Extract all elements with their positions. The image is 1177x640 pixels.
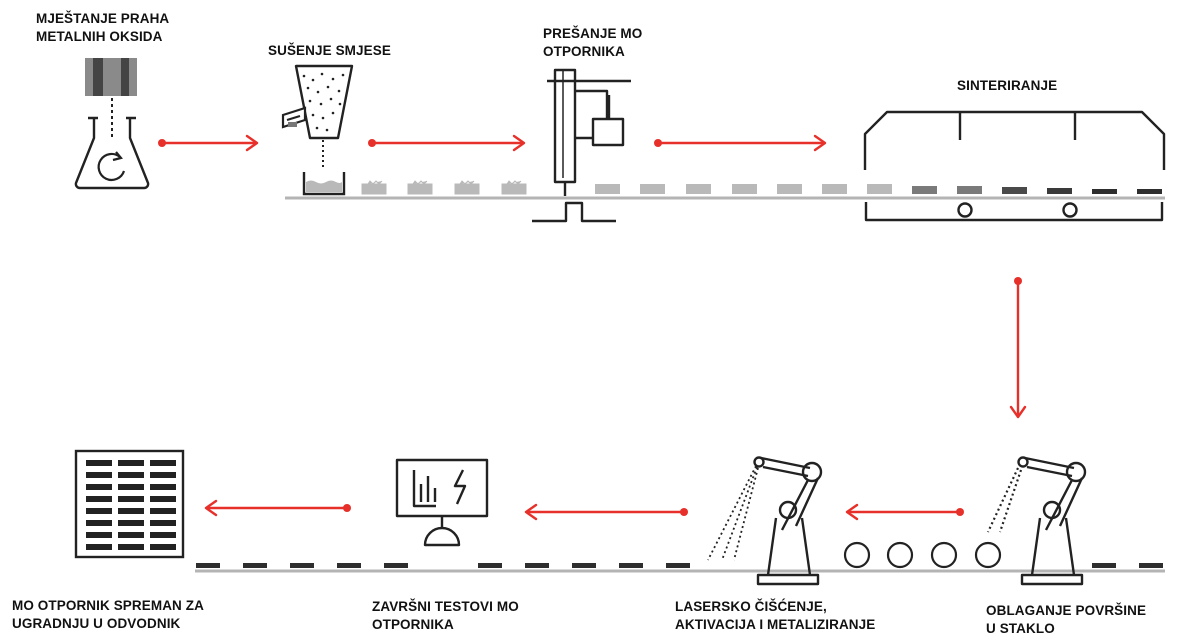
press-icon (532, 68, 631, 223)
label-glass-line-2: U STAKLO (986, 621, 1055, 636)
drying-tray (302, 172, 346, 196)
label-sintering: SINTERIRANJE (957, 77, 1057, 95)
sintered-block (1137, 189, 1162, 194)
panel-frame (74, 449, 185, 559)
label-testing-line-1: ZAVRŠNI TESTOVI MO (372, 599, 519, 614)
flow-arrow-left (204, 499, 351, 517)
label-glass-line-1: OBLAGANJE POVRŠINE (986, 603, 1147, 618)
pressed-block (777, 184, 802, 194)
robot-joint (778, 500, 798, 520)
coated-block (196, 563, 220, 568)
coated-block (619, 563, 643, 568)
flow-arrow-left (845, 503, 964, 521)
label-ready: MO OTPORNIK SPREMAN ZA UGRADNJU U ODVODN… (12, 597, 204, 633)
powder-block (501, 180, 527, 195)
finished-panel-icon (74, 449, 185, 559)
pressed-block (595, 184, 620, 194)
spray-beam (987, 467, 1023, 533)
label-laser: LASERSKO ČIŠĆENJE, AKTIVACIJA I METALIZI… (675, 598, 875, 634)
pressed-block (686, 184, 711, 194)
pressed-block (822, 184, 847, 194)
coated-block (478, 563, 502, 568)
label-sintering-line-1: SINTERIRANJE (957, 78, 1058, 93)
robot-joint (801, 461, 823, 483)
sintering-furnace-icon (863, 110, 1166, 222)
label-mixing-line-2: METALNIH OKSIDA (36, 29, 163, 44)
label-testing: ZAVRŠNI TESTOVI MO OTPORNIKA (372, 598, 519, 634)
press-mould (532, 201, 616, 223)
flow-arrow-down (1009, 277, 1027, 419)
laser-beam (707, 465, 759, 561)
powder-block (361, 180, 387, 195)
coated-block (1092, 563, 1116, 568)
pressed-block (867, 184, 892, 194)
robot-arm-laser-icon (707, 456, 823, 586)
label-ready-line-1: MO OTPORNIK SPREMAN ZA (12, 598, 204, 613)
monitor-screen (395, 458, 489, 518)
lightning-symbol (453, 469, 467, 505)
roller-circle (843, 541, 871, 569)
label-drying: SUŠENJE SMJESE (268, 42, 391, 60)
furnace-hood (863, 110, 1166, 170)
label-mixing-line-1: MJEŠTANJE PRAHA (36, 11, 170, 26)
roller-circle (930, 541, 958, 569)
coated-block (243, 563, 267, 568)
flow-arrow-right (158, 134, 259, 152)
coated-block (384, 563, 408, 568)
flask-outline (74, 118, 150, 190)
coated-block (666, 563, 690, 568)
sintered-block (1047, 188, 1072, 194)
label-pressing-line-2: OTPORNIKA (543, 44, 625, 59)
pressed-block (640, 184, 665, 194)
furnace-base (864, 202, 1164, 222)
test-monitor-icon (395, 458, 489, 547)
label-drying-line-1: SUŠENJE SMJESE (268, 43, 391, 58)
flow-arrows (158, 134, 1027, 521)
furnace-wheel (1062, 202, 1078, 218)
pressed-block (732, 184, 757, 194)
top-conveyor-blocks (361, 180, 1162, 195)
powder-block (407, 180, 433, 195)
label-glass-coating: OBLAGANJE POVRŠINE U STAKLO (986, 602, 1146, 638)
label-mixing: MJEŠTANJE PRAHA METALNIH OKSIDA (36, 10, 169, 46)
robot-base (756, 573, 820, 586)
label-laser-line-2: AKTIVACIJA I METALIZIRANJE (675, 617, 876, 632)
label-pressing-line-1: PREŠANJE MO (543, 26, 643, 41)
label-pressing: PREŠANJE MO OTPORNIKA (543, 25, 642, 61)
coated-block (337, 563, 361, 568)
sintered-block (1092, 189, 1117, 194)
roller-circle (974, 541, 1002, 569)
drying-hopper-icon (281, 64, 354, 196)
roller-circle (886, 541, 914, 569)
coated-block (525, 563, 549, 568)
robot-joint (1065, 461, 1087, 483)
flow-arrow-left (524, 503, 688, 521)
mixing-flask-icon (74, 58, 150, 190)
monitor-stand (423, 526, 461, 547)
furnace-wheel (957, 202, 973, 218)
mixer-head (85, 58, 137, 96)
bottom-conveyor-rollers (843, 541, 1002, 569)
label-laser-line-1: LASERSKO ČIŠĆENJE, (675, 599, 827, 614)
label-testing-line-2: OTPORNIKA (372, 617, 454, 632)
flow-arrow-right (368, 134, 526, 152)
press-column (553, 68, 577, 184)
coated-block (1139, 563, 1163, 568)
powder-block (454, 180, 480, 195)
bottom-conveyor-blocks (196, 563, 1163, 568)
label-ready-line-2: UGRADNJU U ODVODNIK (12, 616, 181, 631)
sintered-block (1002, 187, 1027, 194)
robot-base (1020, 573, 1084, 586)
coated-block (572, 563, 596, 568)
robot-joint (1042, 500, 1062, 520)
coated-block (290, 563, 314, 568)
sintered-block (912, 186, 937, 194)
flow-arrow-right (654, 134, 827, 152)
robot-arm-spray-icon (987, 456, 1087, 586)
press-head (591, 117, 625, 147)
sintered-block (957, 186, 982, 194)
rotation-arrow (97, 152, 126, 182)
